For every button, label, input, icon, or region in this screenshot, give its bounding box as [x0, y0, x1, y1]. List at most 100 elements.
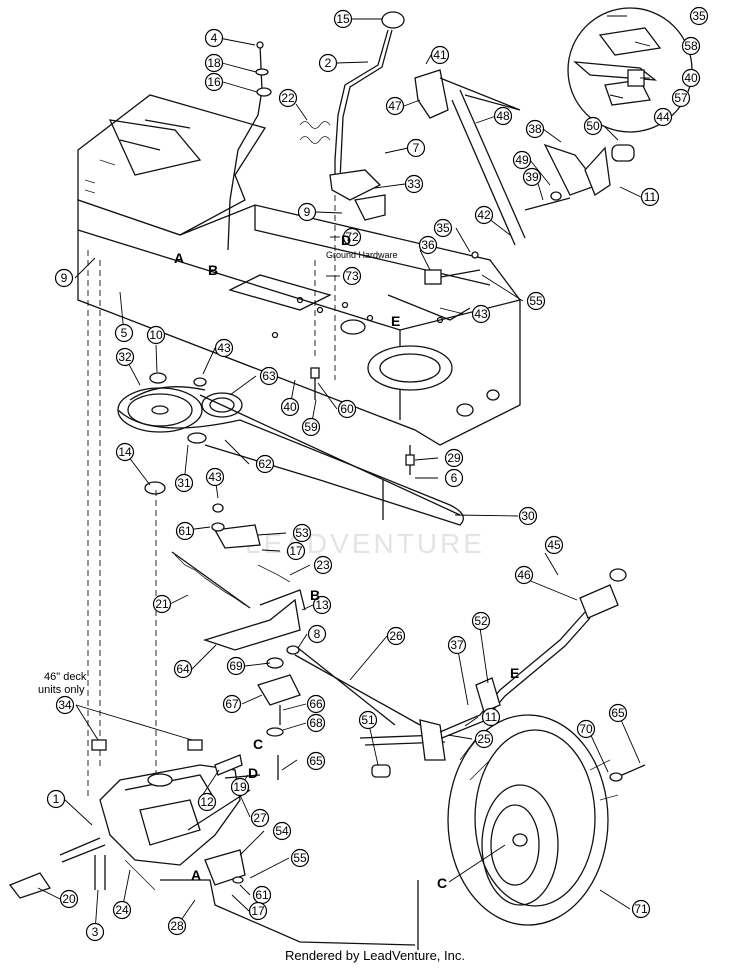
callout-20: 20	[59, 889, 79, 909]
callout-55-upper: 55	[526, 291, 546, 311]
callout-33: 33	[404, 174, 424, 194]
svg-text:25: 25	[477, 732, 491, 746]
transaxle	[8, 739, 261, 899]
svg-text:21: 21	[155, 597, 169, 611]
callout-60: 60	[337, 399, 357, 419]
deck-units-note-line1: 46" deck	[44, 671, 87, 683]
callout-61-upper: 61	[175, 521, 195, 541]
callout-4: 4	[204, 28, 224, 48]
svg-text:17: 17	[251, 904, 265, 918]
svg-text:6: 6	[451, 471, 458, 485]
svg-text:11: 11	[485, 710, 498, 724]
callout-35: 35	[433, 218, 453, 238]
svg-text:9: 9	[61, 271, 68, 285]
svg-text:35: 35	[692, 9, 706, 23]
callout-62: 62	[255, 454, 275, 474]
svg-text:40: 40	[283, 400, 297, 414]
svg-text:16: 16	[207, 75, 221, 89]
svg-text:67: 67	[225, 697, 239, 711]
callout-2: 2	[318, 53, 338, 73]
callout-38: 38	[525, 119, 545, 139]
callout-14: 14	[115, 442, 135, 462]
svg-text:58: 58	[684, 39, 698, 53]
callout-58: 58	[681, 36, 701, 56]
svg-text:22: 22	[281, 91, 295, 105]
brake-rod	[160, 879, 419, 950]
svg-text:15: 15	[336, 12, 350, 26]
svg-text:7: 7	[413, 141, 420, 155]
svg-text:47: 47	[388, 99, 402, 113]
callout-3: 3	[85, 922, 105, 942]
alignment-lines	[87, 195, 336, 800]
callout-45: 45	[544, 535, 564, 555]
svg-text:17: 17	[289, 544, 303, 558]
svg-text:20: 20	[62, 892, 76, 906]
svg-text:51: 51	[361, 713, 375, 727]
callout-9-upper: 9	[297, 202, 317, 222]
svg-text:27: 27	[253, 811, 267, 825]
svg-text:45: 45	[547, 538, 561, 552]
svg-text:60: 60	[340, 402, 354, 416]
callout-49: 49	[512, 150, 532, 170]
callout-10: 10	[146, 325, 166, 345]
svg-text:49: 49	[515, 153, 529, 167]
pulley-belt-system	[117, 372, 464, 526]
callout-50: 50	[583, 116, 603, 136]
watermark-text: LEADVENTURE	[245, 528, 485, 559]
callout-67: 67	[222, 694, 242, 714]
callout-57: 57	[671, 88, 691, 108]
svg-text:66: 66	[309, 697, 323, 711]
svg-text:57: 57	[674, 91, 688, 105]
svg-text:43: 43	[208, 470, 222, 484]
svg-text:1: 1	[53, 792, 60, 806]
svg-text:64: 64	[176, 662, 190, 676]
shift-lever	[299, 11, 405, 221]
callout-40: 40	[280, 397, 300, 417]
callout-55-lower: 55	[290, 848, 310, 868]
svg-text:46: 46	[517, 568, 531, 582]
callout-5: 5	[114, 323, 134, 343]
callout-63: 63	[259, 366, 279, 386]
svg-text:52: 52	[474, 614, 488, 628]
svg-text:3: 3	[92, 925, 99, 939]
svg-text:53: 53	[295, 526, 309, 540]
callout-72: 72	[342, 227, 362, 247]
svg-text:19: 19	[233, 780, 247, 794]
callout-66: 66	[306, 694, 326, 714]
callout-51: 51	[358, 710, 378, 730]
callout-65-right: 65	[608, 703, 628, 723]
callout-47: 47	[385, 96, 405, 116]
callout-9-left: 9	[54, 268, 74, 288]
callout-7: 7	[406, 138, 426, 158]
ref-letter-d-upper: D	[341, 232, 351, 248]
callout-22: 22	[278, 88, 298, 108]
callout-69: 69	[226, 656, 246, 676]
callout-42: 42	[474, 205, 494, 225]
callout-53: 53	[292, 523, 312, 543]
callout-23: 23	[313, 555, 333, 575]
callout-17-upper: 17	[286, 541, 306, 561]
deck-units-note-line2: units only	[38, 684, 85, 696]
svg-text:65: 65	[309, 754, 323, 768]
svg-text:61: 61	[255, 888, 269, 902]
idler-bracket-assembly	[171, 503, 421, 780]
callout-25: 25	[474, 729, 494, 749]
svg-text:9: 9	[304, 205, 311, 219]
callout-28: 28	[167, 916, 187, 936]
callout-43-pulley: 43	[214, 338, 234, 358]
svg-text:54: 54	[275, 824, 289, 838]
callout-46: 46	[514, 565, 534, 585]
rear-wheel	[447, 714, 646, 926]
callout-11-upper: 11	[640, 187, 660, 207]
svg-text:13: 13	[315, 598, 329, 612]
svg-text:55: 55	[293, 851, 307, 865]
callout-64: 64	[173, 659, 193, 679]
callout-6: 6	[444, 468, 464, 488]
callout-39: 39	[522, 167, 542, 187]
ref-letter-b-upper: B	[208, 262, 218, 278]
tractor-frame	[77, 94, 521, 446]
callout-52: 52	[471, 611, 491, 631]
svg-text:10: 10	[149, 328, 163, 342]
svg-text:33: 33	[407, 177, 421, 191]
svg-text:12: 12	[200, 795, 214, 809]
